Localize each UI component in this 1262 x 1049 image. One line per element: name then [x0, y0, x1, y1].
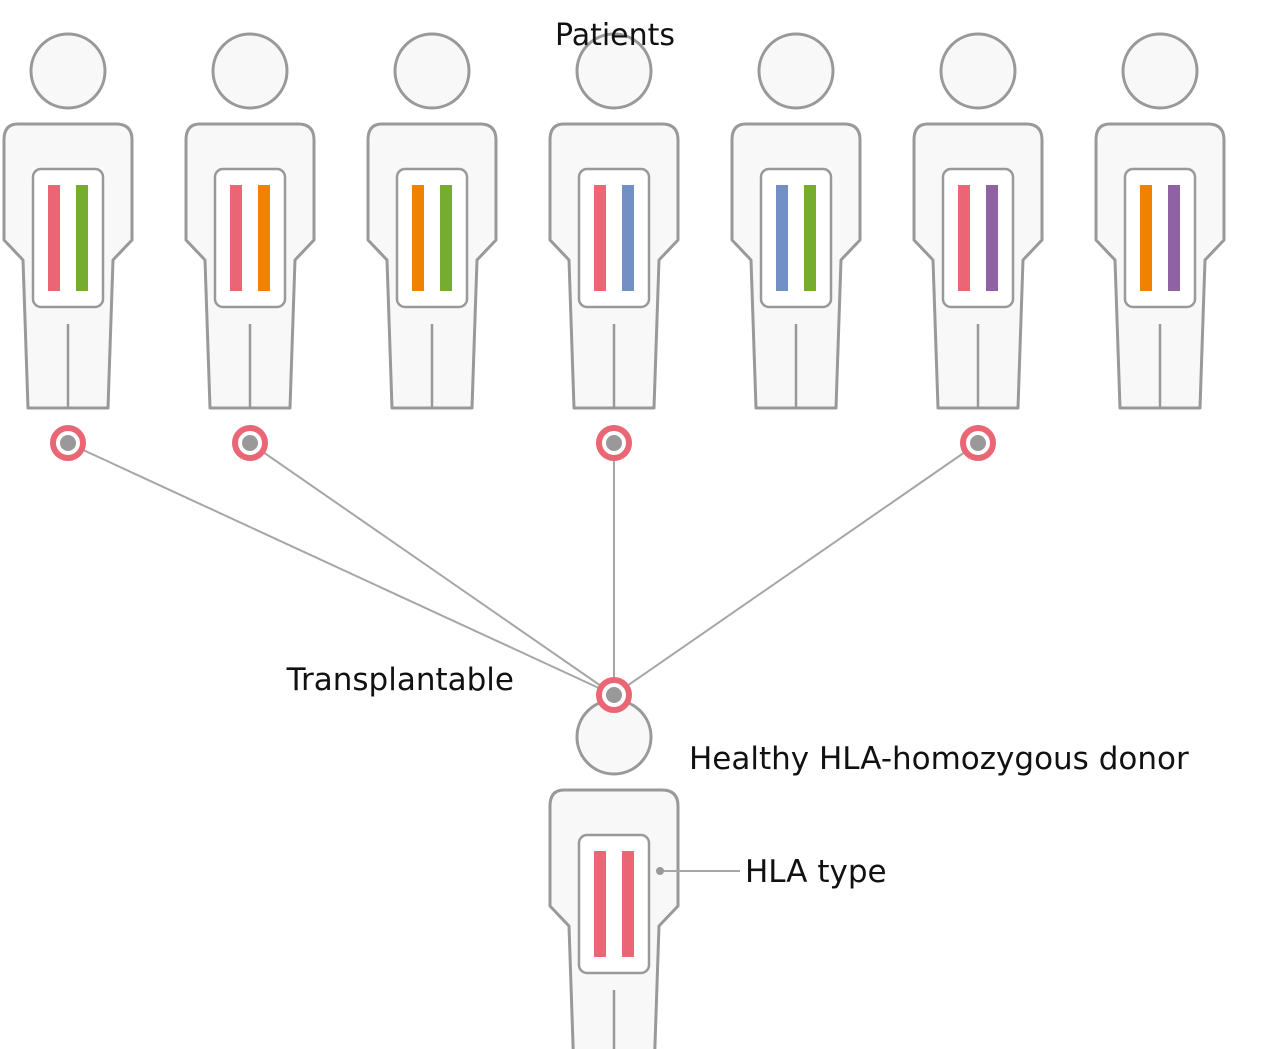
hla-bar-red	[958, 185, 970, 291]
link-patient-1	[67, 442, 615, 696]
person-head	[757, 32, 835, 110]
hla-panel	[941, 167, 1015, 309]
person-head	[1121, 32, 1199, 110]
hla-bar-red	[622, 851, 634, 957]
patient-6	[912, 32, 1044, 410]
hla-panel	[577, 833, 651, 975]
patients-label: Patients	[555, 18, 675, 53]
hla-bar-orange	[1140, 185, 1152, 291]
node-core	[970, 435, 986, 451]
hla-type-label: HLA type	[745, 854, 887, 890]
node-core	[242, 435, 258, 451]
hla-bar-orange	[412, 185, 424, 291]
match-node-patient-6	[960, 425, 996, 461]
transplantable-label: Transplantable	[286, 662, 514, 698]
match-node-patient-4	[596, 425, 632, 461]
hla-panel	[759, 167, 833, 309]
donor-person	[548, 698, 680, 1049]
hla-bar-red	[594, 185, 606, 291]
people-group	[2, 32, 1226, 1049]
hla-bar-blue	[776, 185, 788, 291]
hla-bar-red	[594, 851, 606, 957]
hla-bar-green	[76, 185, 88, 291]
hla-bar-purple	[986, 185, 998, 291]
patient-2	[184, 32, 316, 410]
hla-panel	[577, 167, 651, 309]
hla-panel	[31, 167, 105, 309]
hla-bar-green	[804, 185, 816, 291]
patient-1	[2, 32, 134, 410]
hla-panel	[1123, 167, 1197, 309]
hla-bar-red	[48, 185, 60, 291]
match-node-patient-2	[232, 425, 268, 461]
person-head	[939, 32, 1017, 110]
hla-bar-green	[440, 185, 452, 291]
patient-3	[366, 32, 498, 410]
person-head	[575, 32, 653, 110]
hla-bar-red	[230, 185, 242, 291]
patient-5	[730, 32, 862, 410]
node-core	[60, 435, 76, 451]
donor-label: Healthy HLA-homozygous donor	[689, 741, 1189, 777]
person-head	[211, 32, 289, 110]
transplant-hub-node	[596, 677, 632, 713]
patient-7	[1094, 32, 1226, 410]
hla-bar-blue	[622, 185, 634, 291]
link-patient-6	[613, 442, 979, 696]
match-node-patient-1	[50, 425, 86, 461]
link-patient-2	[249, 442, 615, 696]
patient-4	[548, 32, 680, 410]
hla-type-leader-dot	[656, 867, 664, 875]
node-core	[606, 435, 622, 451]
hla-bar-orange	[258, 185, 270, 291]
node-core	[606, 687, 622, 703]
match-nodes	[50, 425, 996, 713]
hla-panel	[213, 167, 287, 309]
person-head	[393, 32, 471, 110]
hla-bar-purple	[1168, 185, 1180, 291]
hla-panel	[395, 167, 469, 309]
transplant-links	[67, 442, 979, 696]
person-head	[29, 32, 107, 110]
